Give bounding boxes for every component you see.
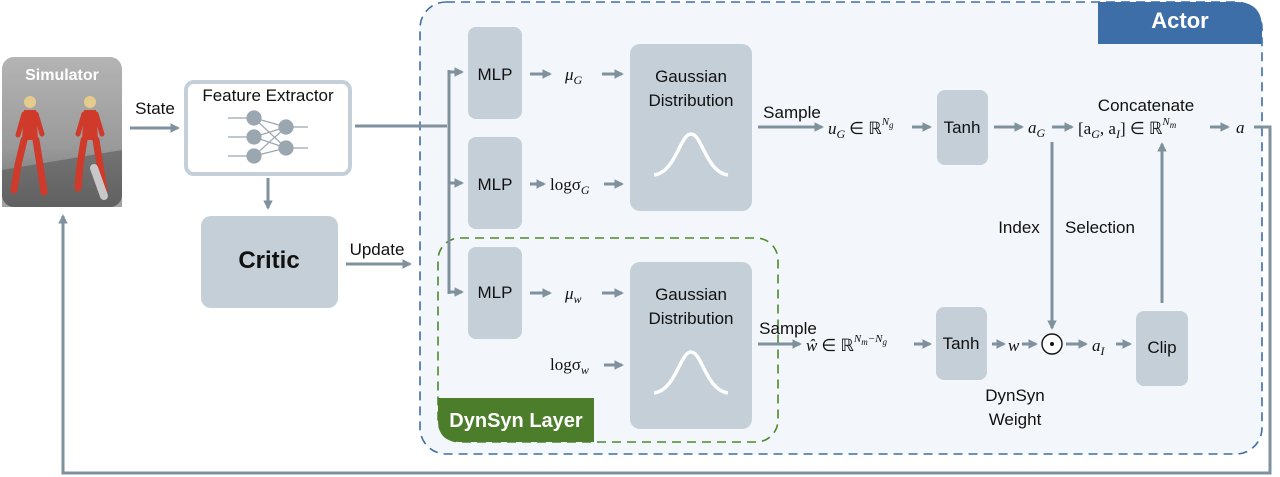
index-label: Index (998, 218, 1040, 237)
mu-g-symbol: μG (564, 65, 583, 87)
simulator: Simulator (2, 57, 122, 207)
mlp-1: MLP (468, 27, 522, 119)
selection-label: Selection (1065, 218, 1135, 237)
bell-curve-icon (653, 132, 729, 177)
mlp-2-label: MLP (478, 175, 513, 194)
dynsyn-layer-region: DynSyn Layer (437, 237, 779, 443)
gaussian-distribution-g: Gaussian Distribution (630, 44, 752, 211)
gaussian-g-line2: Distribution (648, 91, 733, 110)
gaussian-distribution-w: Gaussian Distribution (630, 262, 752, 429)
mlp-1-label: MLP (478, 65, 513, 84)
a-g-symbol: aG (1028, 118, 1046, 140)
gaussian-w-line1: Gaussian (655, 285, 727, 304)
tanh-lower-label: Tanh (943, 334, 980, 353)
mlp-3-label: MLP (478, 283, 513, 302)
musculoskeletal-figure-right (74, 96, 108, 200)
gaussian-w-line2: Distribution (648, 309, 733, 328)
w-symbol: w (1008, 336, 1020, 355)
state-label: State (135, 99, 175, 118)
critic-label: Critic (238, 247, 299, 274)
mu-w-symbol: μw (564, 284, 582, 306)
a-i-symbol: aI (1092, 336, 1106, 358)
actor-tab (1098, 2, 1262, 44)
log-sigma-g-symbol: logσG (550, 175, 590, 197)
neural-network-icon (228, 110, 308, 164)
concatenate-label: Concatenate (1098, 96, 1194, 115)
simulator-label: Simulator (25, 67, 99, 84)
critic-box (201, 216, 338, 308)
hadamard-dot (1050, 342, 1054, 346)
dynsyn-weight-line1: DynSyn (985, 386, 1045, 405)
bell-curve-icon (653, 350, 729, 395)
tanh-upper: Tanh (937, 90, 988, 165)
log-sigma-w-symbol: logσw (550, 355, 589, 377)
actor-region: Actor (419, 1, 1263, 455)
w-hat-expression: ŵ∈ ℝNm−Ng (806, 333, 887, 355)
actor-label: Actor (1151, 8, 1209, 33)
sample-label-upper: Sample (763, 103, 821, 122)
gaussian-g-line1: Gaussian (655, 67, 727, 86)
feedback-loop-arrow (58, 125, 1272, 475)
feature-extractor-label: Feature Extractor (202, 86, 334, 105)
clip-label: Clip (1147, 338, 1176, 357)
musculoskeletal-figure-left (10, 96, 48, 196)
sample-label-lower: Sample (759, 319, 817, 338)
a-output-symbol: a (1236, 118, 1245, 137)
dynsyn-layer-tab (438, 398, 594, 442)
mlp-2: MLP (468, 137, 522, 229)
clip-box: Clip (1136, 311, 1188, 386)
feature-extractor: Feature Extractor (184, 80, 352, 176)
concat-expression: [aG, aI] ∈ ℝNm (1078, 116, 1177, 141)
tanh-upper-label: Tanh (944, 118, 981, 137)
update-label: Update (350, 240, 405, 259)
mlp-3: MLP (468, 247, 522, 339)
dynsyn-layer-label: DynSyn Layer (449, 410, 583, 432)
tanh-lower: Tanh (936, 307, 987, 380)
dynsyn-weight-line2: Weight (989, 410, 1042, 429)
u-g-expression: uG∈ ℝNg (828, 116, 894, 141)
